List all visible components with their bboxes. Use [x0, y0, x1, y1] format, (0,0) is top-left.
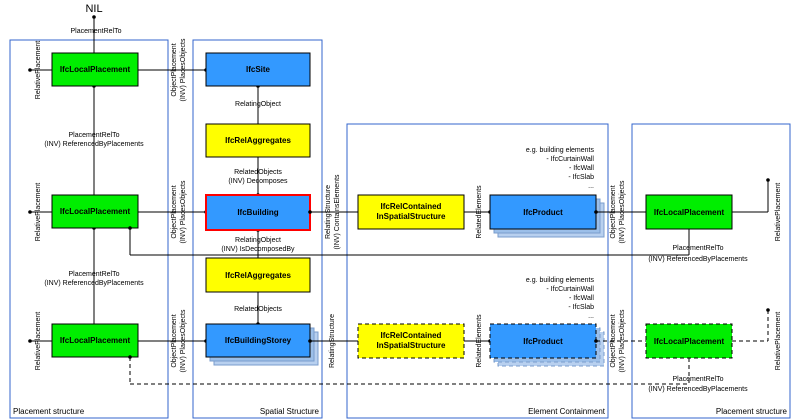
label-objectplacement-5: ObjectPlacement [610, 314, 617, 367]
label-placementrelto-3: PlacementRelTo [673, 245, 724, 252]
label-relatingobject-1: RelatingObject [235, 101, 281, 108]
label-placementrelto-2: PlacementRelTo [69, 271, 120, 278]
label-placesobjects-1: (INV) PlacesObjects [180, 38, 187, 102]
label-placementrelto-4: PlacementRelTo [673, 376, 724, 383]
label-relatedelements-1: RelatedElements [476, 185, 483, 239]
note-dots-2: ... [588, 313, 594, 320]
local-placement-box-3[interactable] [51, 323, 139, 358]
label-placesobjects-4: (INV) PlacesObjects [619, 180, 626, 244]
section-placement-right-frame [631, 123, 791, 419]
local-placement-box-1[interactable] [51, 52, 139, 87]
note-slab-1: - IfcSlab [568, 174, 594, 181]
section-spatial-frame [192, 39, 323, 419]
label-objectplacement-3: ObjectPlacement [171, 314, 178, 367]
product-label-1: IfcProduct [523, 208, 563, 217]
rel-contained-label-2a: IfcRelContained [381, 331, 442, 340]
label-placesobjects-3: (INV) PlacesObjects [180, 309, 187, 373]
label-placesobjects-2: (INV) PlacesObjects [180, 180, 187, 244]
label-relativeplacement-2: RelativePlacement [35, 183, 42, 241]
label-relativeplacement-1: RelativePlacement [35, 41, 42, 99]
local-placement-box-5[interactable] [645, 323, 733, 359]
label-relatedelements-2: RelatedElements [476, 314, 483, 368]
local-placement-label-3: IfcLocalPlacement [60, 336, 131, 345]
rel-contained-label-1b: InSpatialStructure [377, 212, 446, 221]
local-placement-label-5: IfcLocalPlacement [654, 337, 725, 346]
building-label: IfcBuilding [237, 208, 278, 217]
rel-aggregates-label-1: IfcRelAggregates [225, 136, 291, 145]
local-placement-label-1: IfcLocalPlacement [60, 65, 131, 74]
building-box[interactable] [205, 194, 311, 231]
label-relativeplacement-4: RelativePlacement [775, 183, 782, 241]
label-inv-decomposes: (INV) Decomposes [228, 178, 288, 185]
site-label: IfcSite [246, 65, 271, 74]
note-curtain-1: - IfcCurtainWall [546, 156, 594, 163]
label-relativeplacement-3: RelativePlacement [35, 312, 42, 370]
label-objectplacement-2: ObjectPlacement [171, 185, 178, 238]
note-wall-1: - IfcWall [569, 165, 594, 172]
note-eg-1: e.g. building elements [526, 147, 595, 154]
label-objectplacement-4: ObjectPlacement [610, 185, 617, 238]
section-placement-frame [9, 39, 169, 419]
note-curtain-2: - IfcCurtainWall [546, 286, 594, 293]
local-placement-box-2[interactable] [51, 194, 139, 229]
label-inv-referenced-3: (INV) ReferencedByPlacements [648, 256, 748, 263]
product-box-2[interactable] [489, 323, 597, 359]
label-inv-isdecomposedby: (INV) IsDecomposedBy [221, 246, 295, 253]
nil-label: NIL [85, 3, 102, 15]
label-relatingstructure-2: RelatingStructure [329, 314, 336, 368]
label-relatingstructure-1: RelatingStructure [325, 185, 332, 239]
note-wall-2: - IfcWall [569, 295, 594, 302]
rel-contained-label-2b: InSpatialStructure [377, 341, 446, 350]
label-relativeplacement-5: RelativePlacement [775, 312, 782, 370]
label-relatedobjects-1: RelatedObjects [234, 169, 282, 176]
label-placementrelto-top: PlacementRelTo [71, 28, 122, 35]
building-storey-label: IfcBuildingStorey [225, 336, 292, 345]
rel-contained-label-1a: IfcRelContained [381, 202, 442, 211]
local-placement-label-4: IfcLocalPlacement [654, 208, 725, 217]
rel-contained-box-2[interactable] [357, 323, 465, 359]
rel-aggregates-label-2: IfcRelAggregates [225, 271, 291, 280]
product-label-2: IfcProduct [523, 337, 563, 346]
note-dots-1: ... [588, 183, 594, 190]
note-slab-2: - IfcSlab [568, 304, 594, 311]
label-placesobjects-5: (INV) PlacesObjects [619, 309, 626, 373]
label-objectplacement-1: ObjectPlacement [171, 43, 178, 96]
label-inv-referenced-4: (INV) ReferencedByPlacements [648, 386, 748, 393]
label-relatingobject-2: RelatingObject [235, 237, 281, 244]
rel-aggregates-box-2[interactable] [205, 257, 311, 293]
building-storey-box[interactable] [205, 323, 311, 358]
site-box[interactable] [205, 52, 311, 87]
section-title-element: Element Containment [528, 407, 606, 416]
section-element-frame [346, 123, 609, 419]
rel-contained-box-1[interactable] [357, 194, 465, 230]
section-title-placement: Placement structure [13, 407, 85, 416]
local-placement-label-2: IfcLocalPlacement [60, 207, 131, 216]
label-inv-referenced-2: (INV) ReferencedByPlacements [44, 280, 144, 287]
label-containselements: (INV) ContainsElements [334, 174, 341, 250]
product-box-1[interactable] [489, 194, 597, 230]
rel-aggregates-box-1[interactable] [205, 123, 311, 158]
section-title-placement-right: Placement structure [716, 407, 788, 416]
label-relatedobjects-2: RelatedObjects [234, 306, 282, 313]
label-inv-referenced-1: (INV) ReferencedByPlacements [44, 141, 144, 148]
section-title-spatial: Spatial Structure [260, 407, 320, 416]
label-placementrelto-1: PlacementRelTo [69, 132, 120, 139]
local-placement-box-4[interactable] [645, 194, 733, 230]
note-eg-2: e.g. building elements [526, 277, 595, 284]
